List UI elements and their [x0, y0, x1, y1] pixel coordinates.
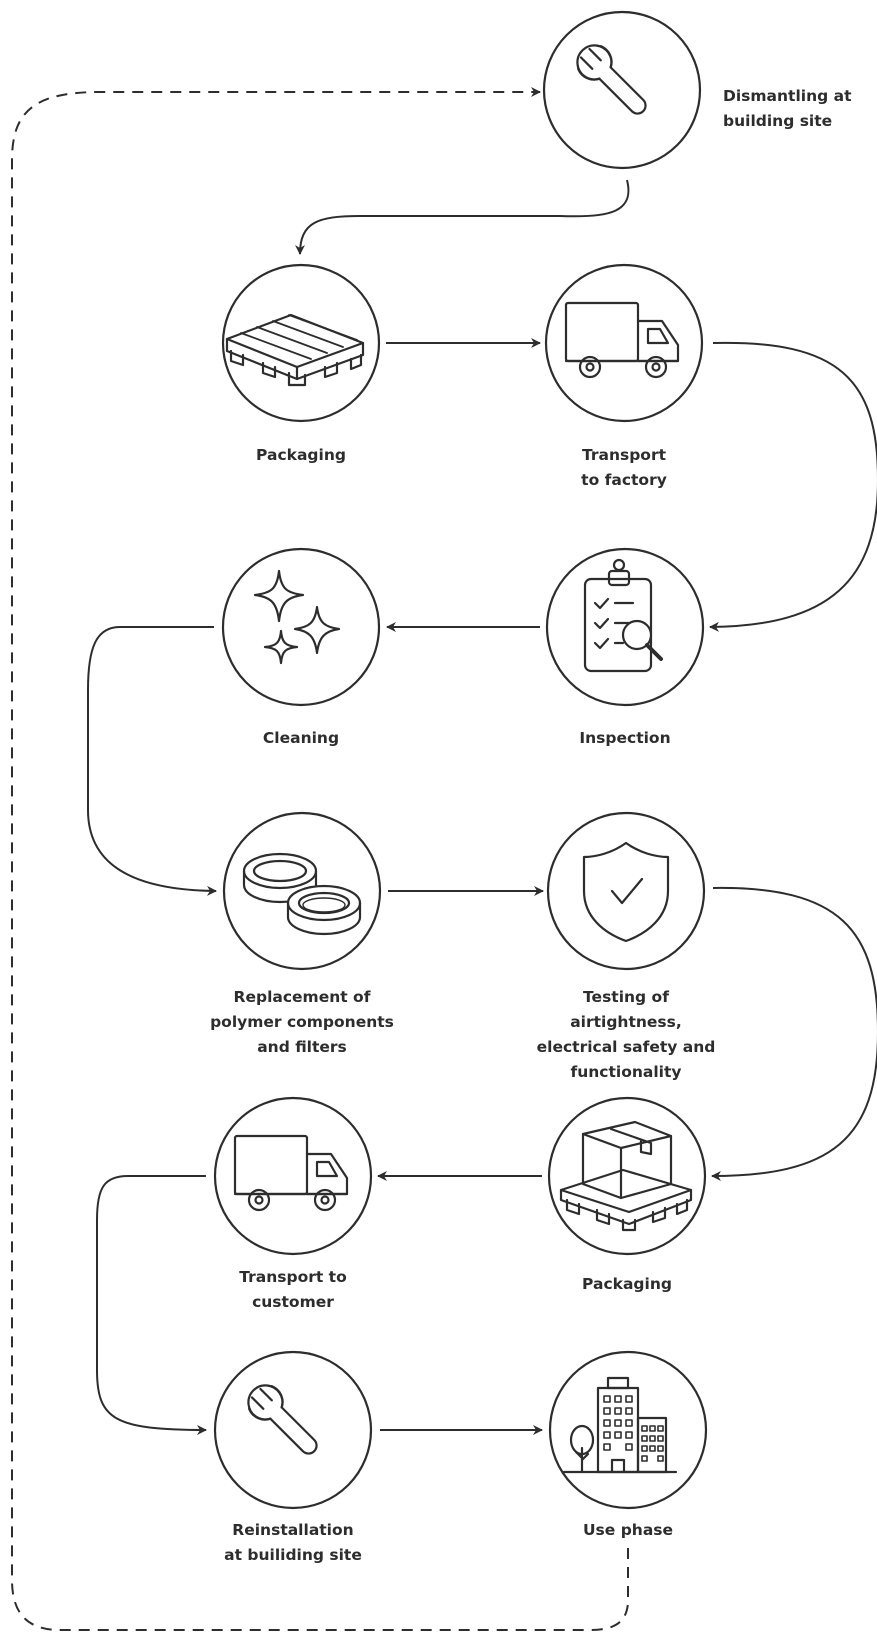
step-label-packaging-2: Packaging [582, 1275, 672, 1293]
arrow-testing-to-packaging [711, 886, 877, 1181]
dashed-loop-use-to-dismantling [11, 87, 629, 1631]
clipboard-magnifier-icon [583, 558, 663, 673]
cleaning-circle [221, 547, 381, 707]
shield-check-icon [582, 841, 670, 943]
step-label-cleaning: Cleaning [262, 729, 340, 747]
step-label-transport-factory: Transport to factory [581, 446, 667, 489]
arrow-transport-to-inspection [709, 341, 877, 632]
packaging-1-circle [221, 263, 381, 423]
buildings-icon [562, 1376, 678, 1474]
transport-factory-circle [544, 263, 704, 423]
wrench-icon [247, 1384, 318, 1455]
reinstallation-circle [213, 1350, 373, 1510]
step-label-dismantling: Dismantling at building site [723, 87, 852, 130]
step-label-reinstallation: Reinstallation at builiding site [224, 1521, 362, 1564]
step-label-transport-customer: Transport to customer [239, 1268, 347, 1311]
truck-icon [233, 1134, 349, 1212]
arrow-transport-customer-to-reinstallation [96, 1175, 207, 1435]
pallet-icon [225, 313, 365, 387]
truck-icon [564, 301, 680, 379]
replacement-circle [222, 811, 382, 971]
step-label-packaging-1: Packaging [256, 446, 346, 464]
wrench-icon [576, 44, 647, 115]
use-phase-circle [548, 1350, 708, 1510]
seal-rings-icon [242, 852, 362, 936]
boxed-pallet-icon [559, 1120, 693, 1232]
arrow-cleaning-to-replacement [87, 626, 217, 896]
step-label-testing: Testing of airtightness, electrical safe… [536, 988, 716, 1081]
testing-circle [546, 811, 706, 971]
arrow-dismantling-to-packaging [295, 179, 630, 255]
step-label-replacement: Replacement of polymer components and fi… [210, 988, 394, 1056]
sparkles-icon [253, 569, 341, 665]
step-label-use-phase: Use phase [582, 1521, 674, 1539]
dismantling-circle [542, 10, 702, 170]
packaging-2-circle [547, 1096, 707, 1256]
inspection-circle [545, 547, 705, 707]
transport-customer-circle [213, 1096, 373, 1256]
step-label-inspection: Inspection [579, 729, 671, 747]
